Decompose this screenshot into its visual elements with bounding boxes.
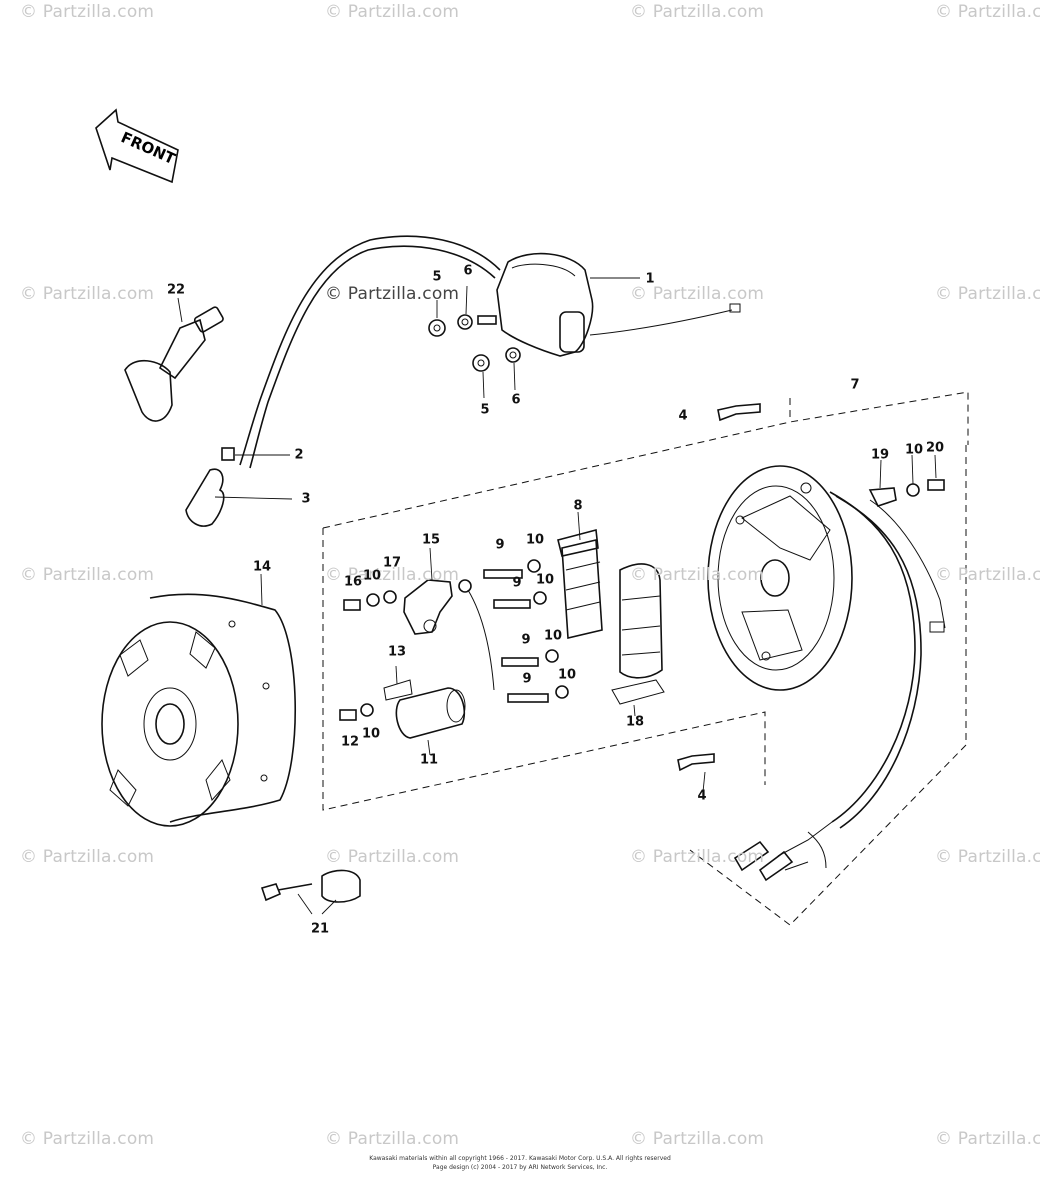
watermark: © Partzilla.com <box>325 847 460 867</box>
callout-10[interactable]: 10 <box>543 628 563 644</box>
callout-10[interactable]: 10 <box>361 726 381 742</box>
front-label: FRONT <box>118 128 178 168</box>
watermark: © Partzilla.com <box>630 2 765 22</box>
lighting-coils <box>483 511 665 717</box>
watermark: © Partzilla.com <box>325 2 460 22</box>
callout-16[interactable]: 16 <box>343 574 363 590</box>
callout-20[interactable]: 20 <box>925 440 945 456</box>
watermark: © Partzilla.com <box>325 284 460 304</box>
callout-12[interactable]: 12 <box>340 734 360 750</box>
callout-13[interactable]: 13 <box>387 644 407 660</box>
ignition-coil <box>239 235 741 469</box>
callout-9[interactable]: 9 <box>522 671 532 687</box>
watermark: © Partzilla.com <box>935 565 1040 585</box>
callout-10[interactable]: 10 <box>362 568 382 584</box>
callout-22[interactable]: 22 <box>166 282 186 298</box>
callout-8[interactable]: 8 <box>573 498 583 514</box>
watermark: © Partzilla.com <box>20 847 155 867</box>
callout-19[interactable]: 19 <box>870 447 890 463</box>
callout-9[interactable]: 9 <box>521 632 531 648</box>
callout-2[interactable]: 2 <box>294 447 304 463</box>
watermark: © Partzilla.com <box>630 284 765 304</box>
watermark: © Partzilla.com <box>325 565 460 585</box>
callout-4[interactable]: 4 <box>678 408 688 424</box>
watermark: © Partzilla.com <box>20 2 155 22</box>
callout-6[interactable]: 6 <box>511 392 521 408</box>
stator-plate <box>707 465 946 882</box>
nuts-washers <box>428 285 521 399</box>
watermark: © Partzilla.com <box>630 847 765 867</box>
callout-5[interactable]: 5 <box>480 402 490 418</box>
callout-18[interactable]: 18 <box>625 714 645 730</box>
watermark: © Partzilla.com <box>20 565 155 585</box>
front-arrow-icon: FRONT <box>95 108 179 184</box>
mounting-bolts <box>677 403 945 793</box>
callout-6[interactable]: 6 <box>463 263 473 279</box>
watermark: © Partzilla.com <box>935 847 1040 867</box>
condenser <box>339 665 466 756</box>
callout-14[interactable]: 14 <box>252 559 272 575</box>
callout-5[interactable]: 5 <box>432 269 442 285</box>
callout-7[interactable]: 7 <box>850 377 860 393</box>
watermark: © Partzilla.com <box>935 284 1040 304</box>
copyright-line-1: Kawasaki materials within all copyright … <box>369 1155 671 1162</box>
contact-breaker <box>343 547 495 691</box>
callout-10[interactable]: 10 <box>535 572 555 588</box>
callout-1[interactable]: 1 <box>645 271 655 287</box>
watermark: © Partzilla.com <box>935 1129 1040 1149</box>
watermark: © Partzilla.com <box>935 2 1040 22</box>
watermark: © Partzilla.com <box>20 1129 155 1149</box>
callout-10[interactable]: 10 <box>904 442 924 458</box>
callout-11[interactable]: 11 <box>419 752 439 768</box>
watermark: © Partzilla.com <box>630 1129 765 1149</box>
assembly-outline <box>322 391 969 926</box>
watermark: © Partzilla.com <box>325 1129 460 1149</box>
copyright-line-2: Page design (c) 2004 - 2017 by ARI Netwo… <box>432 1164 608 1171</box>
callout-3[interactable]: 3 <box>301 491 311 507</box>
callout-21[interactable]: 21 <box>310 921 330 937</box>
callout-17[interactable]: 17 <box>382 555 402 571</box>
callout-4[interactable]: 4 <box>697 788 707 804</box>
watermark: © Partzilla.com <box>20 284 155 304</box>
callout-9[interactable]: 9 <box>495 537 505 553</box>
callout-10[interactable]: 10 <box>525 532 545 548</box>
spark-plug-cap <box>124 297 224 422</box>
callout-15[interactable]: 15 <box>421 532 441 548</box>
rotor-bolt <box>260 869 361 915</box>
lead-parts <box>185 447 293 527</box>
callout-9[interactable]: 9 <box>512 575 522 591</box>
watermark: © Partzilla.com <box>630 565 765 585</box>
callout-10[interactable]: 10 <box>557 667 577 683</box>
flywheel <box>101 573 297 827</box>
